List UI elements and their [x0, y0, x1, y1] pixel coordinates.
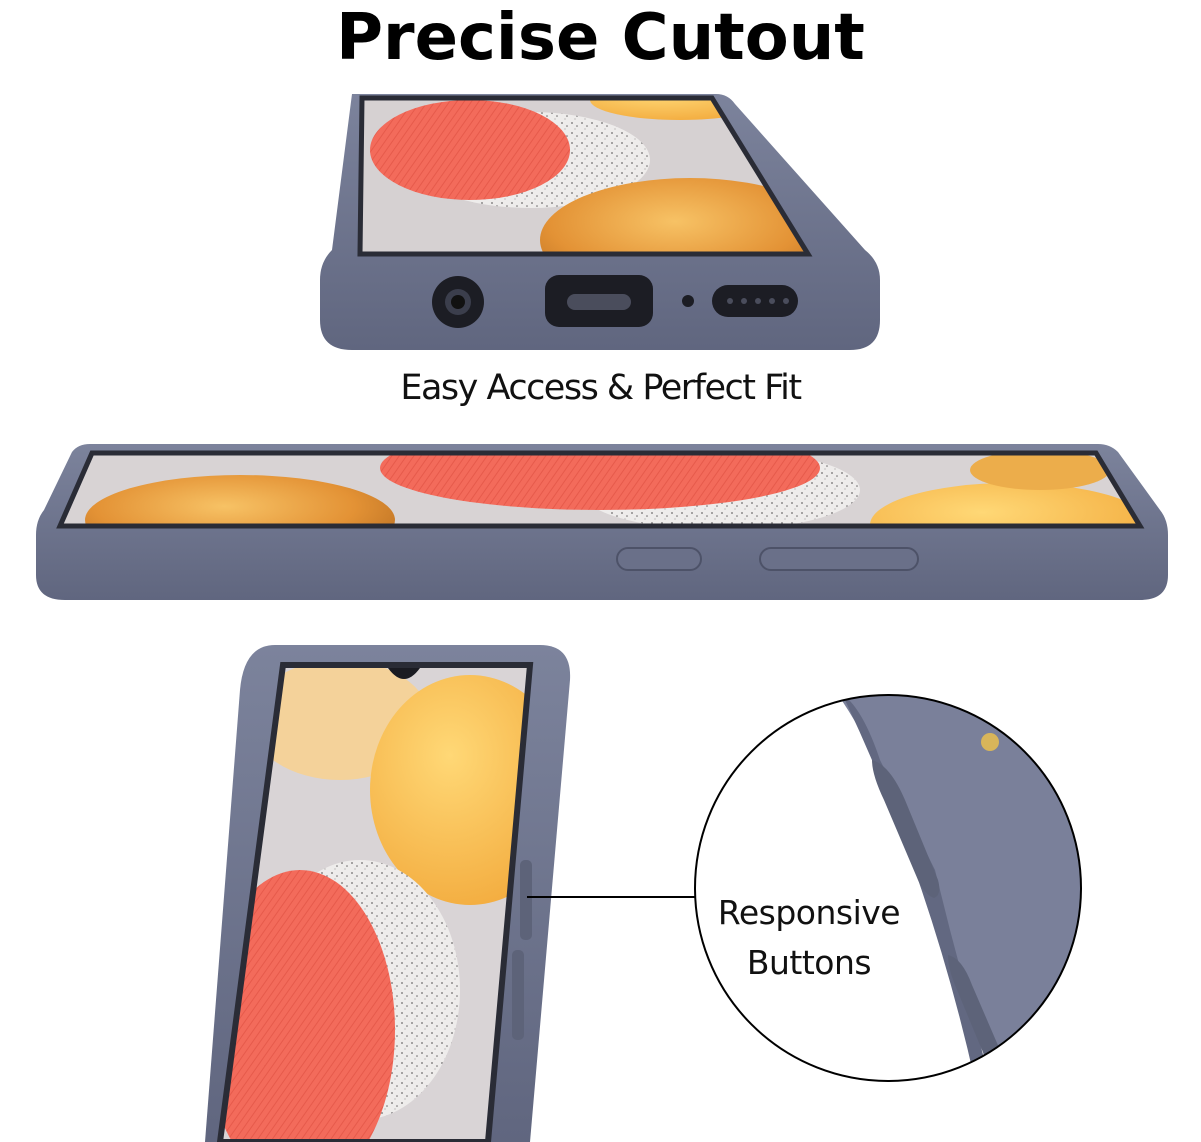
- phone-bottom-view: [320, 94, 880, 350]
- phone-side-view: [36, 444, 1168, 600]
- callout-line-2: Buttons: [746, 943, 872, 982]
- side-button-lower: [512, 950, 524, 1040]
- speaker-grille-icon: [712, 285, 798, 317]
- zoomed-button-upper: [872, 760, 940, 898]
- caption: Easy Access & Perfect Fit: [400, 368, 802, 408]
- camera-notch-icon: [388, 668, 420, 679]
- volume-button: [759, 547, 919, 571]
- zoomed-button-lower: [948, 955, 1002, 1066]
- side-button-upper: [520, 860, 532, 940]
- phone-angled-view: [205, 645, 571, 1142]
- headline: Precise Cutout: [336, 1, 865, 75]
- zoom-circle: [694, 694, 1082, 1082]
- callout-line-1: Responsive: [717, 893, 901, 932]
- microphone-hole-icon: [682, 295, 694, 307]
- power-button: [616, 547, 702, 571]
- callout-label: Responsive Buttons: [694, 888, 924, 988]
- headphone-jack-icon: [432, 276, 484, 328]
- usb-c-port-icon: [545, 275, 653, 327]
